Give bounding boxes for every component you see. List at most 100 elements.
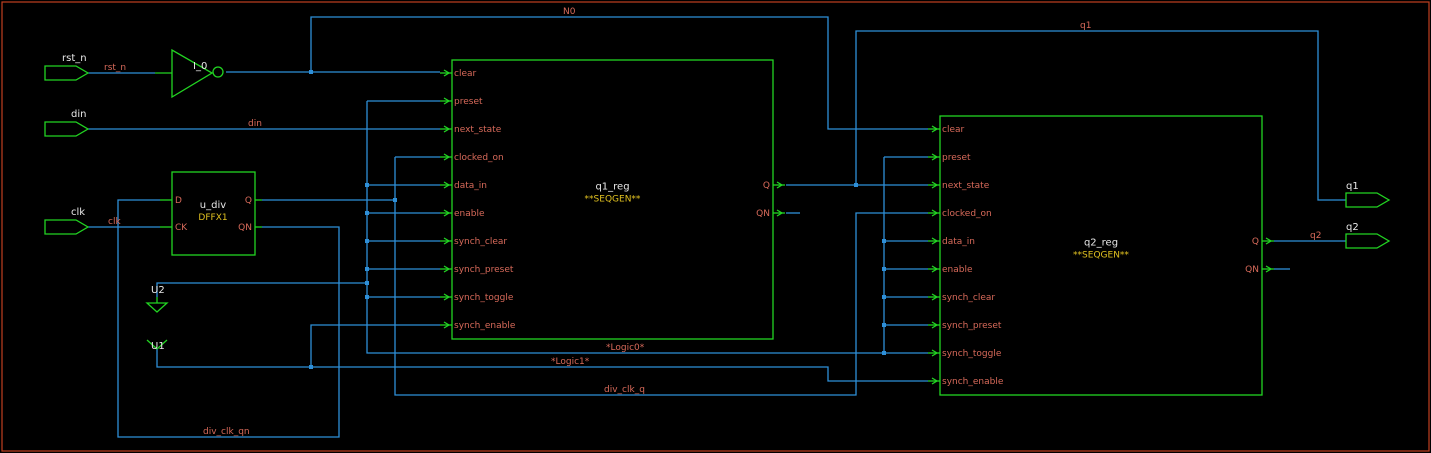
pin-arrow-icon (776, 209, 784, 217)
junction-dot (309, 70, 313, 74)
inverter-i0[interactable]: I_0 (155, 48, 224, 99)
net-label-logic0: *Logic0* (606, 343, 645, 353)
pin-label-enable: enable (454, 209, 485, 219)
seqgen-type-label: **SEQGEN** (1073, 251, 1129, 261)
pin-label-next-state: next_state (454, 125, 502, 135)
output-port-q2[interactable]: q2 (1345, 222, 1391, 249)
pin-arrow-icon (443, 237, 451, 245)
pin-label-clocked-on: clocked_on (454, 153, 504, 163)
input-port-clk[interactable]: clk (44, 207, 90, 235)
wire-u2[interactable] (156, 282, 367, 297)
pin-label-data-in: data_in (942, 237, 975, 247)
seqgen-instance-label: q1_reg (595, 182, 629, 193)
input-port-din[interactable]: din (44, 109, 90, 137)
wires (88, 16, 1346, 438)
net-label-div-clk-qn: div_clk_qn (203, 427, 250, 437)
q2-reg-cell[interactable]: clearpresetnext_stateclocked_ondata_inen… (928, 115, 1274, 396)
pin-label-clocked-on: clocked_on (942, 209, 992, 219)
pin-arrow-icon (1265, 265, 1273, 273)
net-label-q1: q1 (1080, 21, 1091, 31)
divider-type-label: DFFX1 (198, 213, 227, 223)
net-labels: rst_n din clk N0 q1 q2 *Logic0* *Logic1*… (104, 7, 1321, 437)
pin-label-clear: clear (454, 69, 477, 79)
pin-label-preset: preset (942, 153, 971, 163)
pin-label-clear: clear (942, 125, 965, 135)
pin-label-qn: QN (756, 209, 770, 219)
pin-arrow-icon (443, 321, 451, 329)
wire-q1-route[interactable] (855, 30, 1346, 201)
pin-label-synch-clear: synch_clear (942, 293, 995, 303)
net-label-clk: clk (108, 217, 121, 227)
junction-dot (365, 211, 369, 215)
junction-dot (882, 351, 886, 355)
pin-label-q: Q (1252, 237, 1259, 247)
net-label-q2: q2 (1310, 231, 1321, 241)
pin-label-synch-toggle: synch_toggle (454, 293, 514, 303)
pin-label-qn: QN (1245, 265, 1259, 275)
q2-reg-box (939, 115, 1263, 396)
wire-logic1[interactable] (156, 349, 928, 382)
junction-dot (882, 267, 886, 271)
pin-label-synch-toggle: synch_toggle (942, 349, 1002, 359)
port-label-din: din (71, 109, 86, 120)
wire-logic0-vertical[interactable] (366, 101, 884, 354)
junction-dot (365, 267, 369, 271)
pin-arrow-icon (931, 293, 939, 301)
junction-dot (365, 281, 369, 285)
divider-pin-q: Q (245, 196, 252, 206)
junction-dot (365, 239, 369, 243)
junction-dot (854, 183, 858, 187)
divider-pin-qn: QN (238, 223, 252, 233)
pin-label-synch-clear: synch_clear (454, 237, 507, 247)
pin-arrow-icon (443, 265, 451, 273)
input-port-rst-n[interactable]: rst_n (44, 53, 90, 81)
junction-dot (882, 295, 886, 299)
wire-div-clk-qn[interactable] (117, 226, 340, 438)
divider-cell[interactable]: u_div DFFX1 D CK Q QN (160, 171, 262, 256)
pin-arrow-icon (443, 69, 451, 77)
junction-dot (882, 239, 886, 243)
pin-arrow-icon (443, 209, 451, 217)
q1-reg-cell[interactable]: clear preset next_state clocked_on data_inen… (440, 59, 785, 340)
junctions (309, 70, 886, 369)
pin-label-synch-enable: synch_enable (942, 377, 1004, 387)
pin-arrow-icon (931, 181, 939, 189)
wire-n0-top[interactable] (310, 16, 928, 130)
tie-low-label: U2 (151, 285, 165, 296)
divider-instance-label: u_div (200, 200, 226, 211)
pin-arrow-icon (776, 181, 784, 189)
port-label-rst-n: rst_n (62, 53, 87, 64)
port-label-clk: clk (71, 207, 85, 218)
seqgen-instance-label: q2_reg (1084, 238, 1118, 249)
pin-label-synch-preset: synch_preset (454, 265, 514, 275)
seqgen-type-label: **SEQGEN** (585, 195, 641, 205)
inverter-label: I_0 (193, 61, 207, 72)
pin-arrow-icon (931, 237, 939, 245)
net-label-logic1: *Logic1* (551, 357, 590, 367)
tie-low-u2[interactable]: U2 (145, 285, 169, 313)
net-label-din: din (248, 119, 262, 129)
pin-label-q: Q (763, 181, 770, 191)
net-label-rst-n: rst_n (104, 63, 126, 73)
tie-high-u1[interactable]: U1 (146, 339, 168, 352)
pin-arrow-icon (931, 153, 939, 161)
wire-div-clk-q-route[interactable] (394, 157, 928, 396)
pin-label-next-state: next_state (942, 181, 990, 191)
junction-dot (309, 365, 313, 369)
pin-arrow-icon (443, 153, 451, 161)
pin-label-preset: preset (454, 97, 483, 107)
wire-clk-d[interactable] (117, 199, 160, 227)
pin-arrow-icon (443, 97, 451, 105)
divider-pin-ck: CK (175, 223, 188, 233)
pin-arrow-icon (931, 349, 939, 357)
wire-q1-synch-enable[interactable] (310, 324, 440, 367)
pin-arrow-icon (443, 293, 451, 301)
pin-label-data-in: data_in (454, 181, 487, 191)
port-label-q1: q1 (1346, 181, 1359, 192)
junction-dot (882, 323, 886, 327)
pin-arrow-icon (443, 181, 451, 189)
output-port-q1[interactable]: q1 (1345, 181, 1391, 208)
pin-arrow-icon (931, 125, 939, 133)
